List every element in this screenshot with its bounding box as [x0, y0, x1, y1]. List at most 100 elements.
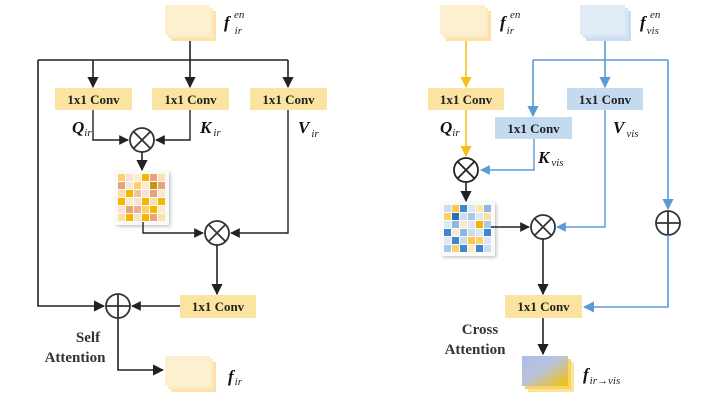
heatmap-cell	[444, 245, 451, 252]
heatmap-cell	[126, 182, 133, 189]
heatmap-cell	[460, 237, 467, 244]
caption-cross: Cross	[462, 322, 499, 338]
heatmap-cell	[118, 206, 125, 213]
heatmap-cell	[460, 245, 467, 252]
heatmap-cell	[476, 205, 483, 212]
heatmap-cell	[468, 245, 475, 252]
heatmap-cell	[158, 214, 165, 221]
heatmap-cell	[444, 213, 451, 220]
heatmap-cell	[476, 245, 483, 252]
heatmap-cell	[118, 214, 125, 221]
input-feature-sup-ir-cross: en	[510, 9, 521, 21]
heatmap-cell	[134, 214, 141, 221]
heatmap-cell	[134, 174, 141, 181]
input-feature-stack-vis	[580, 5, 631, 41]
heatmap-cell	[126, 174, 133, 181]
heatmap-cell	[444, 221, 451, 228]
heatmap-cell	[150, 214, 157, 221]
add-icon-self	[105, 293, 131, 319]
conv-out-box-cross: 1x1 Conv	[505, 295, 582, 318]
heatmap-cell	[126, 206, 133, 213]
arrow-add-to-conv-out	[582, 235, 669, 313]
arrow-v-to-multiply	[230, 110, 289, 238]
heatmap-cell	[468, 205, 475, 212]
heatmap-cell	[126, 214, 133, 221]
heatmap-cell	[476, 221, 483, 228]
heatmap-cell	[150, 174, 157, 181]
heatmap-cell	[468, 213, 475, 220]
heatmap-cell	[142, 174, 149, 181]
heatmap-cell	[460, 229, 467, 236]
conv-q-box: 1x1 Conv	[55, 88, 132, 110]
conv-v-box-cross: 1x1 Conv	[567, 88, 643, 110]
input-feature-sup-vis: en	[650, 9, 661, 21]
heatmap-cell	[452, 245, 459, 252]
heatmap-cell	[476, 229, 483, 236]
output-feature-label-ir-vis: fir→vis	[583, 365, 620, 387]
heatmap-cell	[118, 198, 125, 205]
conv-v-label: 1x1 Conv	[262, 92, 315, 107]
heatmap-cell	[476, 213, 483, 220]
heatmap-cell	[460, 205, 467, 212]
heatmap-cell	[484, 245, 491, 252]
heatmap-cell	[142, 206, 149, 213]
heatmap-cell	[452, 205, 459, 212]
heatmap-cell	[484, 229, 491, 236]
heatmap-cell	[460, 221, 467, 228]
multiply-qk-icon-cross	[453, 157, 479, 183]
heatmap-cell	[118, 182, 125, 189]
arrow-k-to-multiply-cross	[480, 139, 535, 175]
heatmap-cell	[444, 237, 451, 244]
input-feature-label-ir-cross: fir	[500, 13, 515, 37]
caption-attention-cross: Attention	[445, 342, 506, 358]
heatmap-cell	[460, 213, 467, 220]
q-label: Qir	[72, 118, 92, 139]
arrow-v-to-multiply-cross	[556, 110, 606, 232]
caption-self: Self	[76, 330, 101, 346]
add-icon-cross	[655, 210, 681, 236]
conv-out-box: 1x1 Conv	[180, 295, 256, 318]
heatmap-cell	[484, 213, 491, 220]
heatmap-cell	[134, 198, 141, 205]
heatmap-cell	[134, 182, 141, 189]
cross-attention-panel: fir en fvis en 1x1 Conv 1x1 Conv	[428, 5, 681, 392]
heatmap-cell	[150, 206, 157, 213]
heatmap-cell	[150, 190, 157, 197]
conv-v-label-cross: 1x1 Conv	[579, 92, 632, 107]
self-attention-panel: f ir en 1x1 Conv 1x1 Conv 1x1 Conv Qir	[37, 5, 327, 392]
arrow-to-output	[117, 318, 165, 376]
input-feature-label-vis: fvis	[640, 13, 659, 37]
conv-q-box-cross: 1x1 Conv	[428, 88, 504, 110]
heatmap-cell	[142, 190, 149, 197]
heatmap-cell	[444, 205, 451, 212]
heatmap-cell	[142, 214, 149, 221]
conv-k-label-cross: 1x1 Conv	[507, 121, 560, 136]
output-feature-stack-ir-vis	[522, 356, 574, 392]
conv-k-box-cross: 1x1 Conv	[495, 117, 572, 139]
heatmap-cell	[134, 190, 141, 197]
heatmap-cell	[142, 182, 149, 189]
input-feature-stack-ir-cross	[440, 5, 491, 41]
conv-q-label: 1x1 Conv	[67, 92, 120, 107]
heatmap-cell	[452, 213, 459, 220]
conv-k-label: 1x1 Conv	[164, 92, 217, 107]
heatmap-cell	[158, 190, 165, 197]
heatmap-cell	[476, 237, 483, 244]
heatmap-cell	[484, 237, 491, 244]
multiply-qk-icon	[129, 127, 155, 153]
q-label-cross: Qir	[440, 118, 460, 139]
heatmap-cell	[468, 229, 475, 236]
multiply-v-icon	[204, 220, 230, 246]
heatmap-cell	[158, 182, 165, 189]
heatmap-cell	[468, 221, 475, 228]
heatmap-cell	[158, 206, 165, 213]
heatmap-cell	[444, 229, 451, 236]
output-feature-label-ir: fir	[228, 367, 243, 388]
heatmap-cell	[158, 174, 165, 181]
arrow-k-to-multiply	[155, 110, 191, 145]
conv-k-box: 1x1 Conv	[152, 88, 229, 110]
